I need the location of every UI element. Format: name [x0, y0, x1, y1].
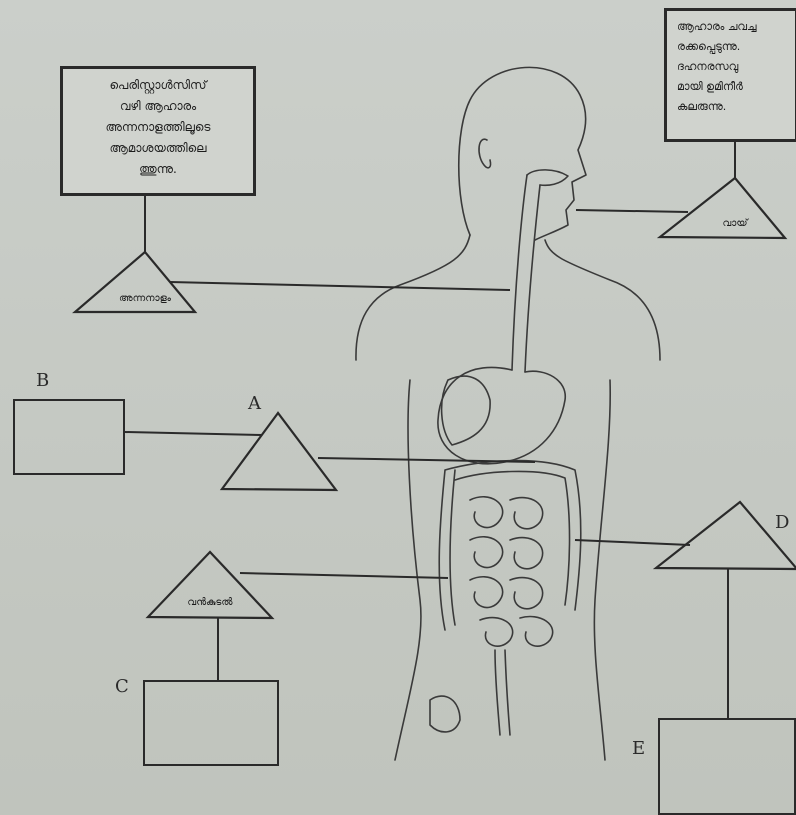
ear-outline — [479, 139, 491, 168]
rectum-drawing — [495, 650, 510, 735]
triangle-mouth — [660, 178, 785, 238]
connector-b — [125, 432, 262, 435]
body-outline-right — [545, 240, 660, 360]
blank-box-e[interactable] — [658, 718, 796, 815]
oesophagus-drawing — [512, 175, 540, 372]
pelvis-drawing — [430, 696, 460, 732]
connector-d — [575, 540, 690, 545]
body-outline-left — [356, 235, 470, 360]
letter-d: D — [775, 512, 789, 533]
note-chewing: ആഹാരം ചവച്ച രക്കപ്പെടുന്നു. ദഹനരസവു മായി… — [664, 8, 796, 142]
triangle-large-intestine — [148, 552, 272, 618]
torso-left — [395, 380, 421, 760]
blank-box-c[interactable] — [143, 680, 279, 766]
mouth-tube — [527, 170, 568, 185]
note-peristalsis: പെരിസ്റ്റാൾസിസ് വഴി ആഹാരം അന്നനാളത്തിലൂട… — [60, 66, 256, 196]
connector-mouth — [576, 210, 688, 212]
letter-a: A — [248, 393, 261, 414]
blank-box-b[interactable] — [13, 399, 125, 475]
letter-b: B — [36, 370, 49, 391]
letter-c: C — [115, 676, 129, 697]
torso-right — [594, 380, 610, 760]
connector-a — [318, 458, 535, 462]
label-large-intestine: വൻകുടൽ — [160, 597, 260, 608]
stomach-drawing — [438, 367, 565, 463]
connector-oesophagus — [170, 282, 510, 290]
label-oesophagus: അന്നനാളം — [95, 293, 195, 304]
letter-e: E — [632, 738, 645, 759]
triangle-a — [222, 413, 336, 490]
small-intestine-drawing — [470, 497, 553, 646]
colon-drawing — [439, 461, 581, 630]
label-mouth: വായ് — [700, 218, 770, 229]
